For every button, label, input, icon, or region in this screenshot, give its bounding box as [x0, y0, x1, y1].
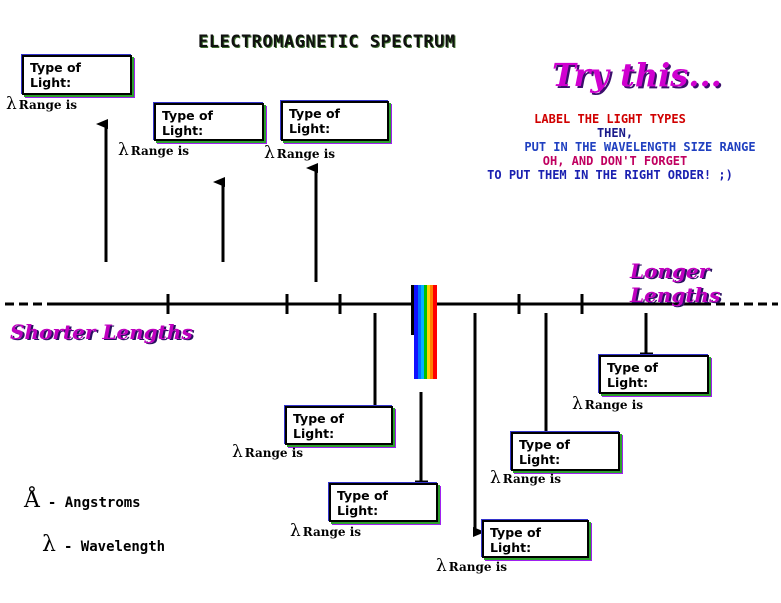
lambda-symbol: λ [6, 94, 17, 114]
box-label: Type of Light: [337, 488, 388, 518]
axis-ticks [166, 294, 584, 314]
legend-text: - Wavelength [63, 539, 166, 555]
box-label: Type of Light: [293, 411, 344, 441]
longer-lengths-label: Longer Lengths [630, 259, 721, 307]
lambda-symbol: λ [490, 468, 501, 488]
lambda-symbol: λ [232, 442, 243, 462]
box-label: Type of Light: [30, 60, 81, 90]
box-label: Type of Light: [289, 106, 340, 136]
instruction-line-1: LABEL THE LIGHT TYPES [440, 112, 780, 126]
range-text: Range is [448, 560, 508, 574]
lambda-symbol: λ [42, 532, 56, 557]
range-text: Range is [502, 472, 562, 486]
range-text: Range is [302, 525, 362, 539]
instruction-line-5: TO PUT THEM IN THE RIGHT ORDER! ;) [440, 168, 780, 182]
instruction-text: THEN, [596, 126, 634, 140]
instruction-text: PUT IN THE WAVELENGTH SIZE RANGE [524, 140, 756, 154]
legend-wavelength: λ - Wavelength [42, 532, 165, 557]
range-text: Range is [276, 147, 336, 161]
light-type-box-5[interactable]: Type of Light: [329, 483, 438, 522]
light-type-box-8[interactable]: Type of Light: [482, 520, 589, 558]
instruction-line-4: OH, AND DON'T FORGET [440, 154, 780, 168]
lambda-symbol: λ [572, 394, 583, 414]
range-text: Range is [584, 398, 644, 412]
light-type-box-4[interactable]: Type of Light: [285, 406, 393, 445]
instruction-text: OH, AND DON'T FORGET [542, 154, 688, 168]
instruction-text: LABEL THE LIGHT TYPES [534, 112, 686, 126]
instruction-line-3: PUT IN THE WAVELENGTH SIZE RANGE [440, 140, 780, 154]
angstrom-symbol: Å [24, 488, 40, 513]
range-text: Range is [244, 446, 304, 460]
box-label: Type of Light: [607, 360, 658, 390]
light-type-box-6[interactable]: Type of Light: [511, 432, 620, 471]
range-text: Range is [130, 144, 190, 158]
legend-angstroms: Å - Angstroms [24, 488, 141, 513]
light-type-box-3[interactable]: Type of Light: [281, 101, 389, 141]
visible-spectrum-band [411, 285, 437, 379]
box-label: Type of Light: [162, 108, 213, 138]
light-type-box-2[interactable]: Type of Light: [154, 103, 264, 141]
range-text: Range is [18, 98, 78, 112]
box-label: Type of Light: [490, 525, 541, 555]
lambda-symbol: λ [118, 140, 129, 160]
instruction-line-2: THEN, [440, 126, 780, 140]
lambda-symbol: λ [436, 556, 447, 576]
instruction-text: TO PUT THEM IN THE RIGHT ORDER! ;) [487, 168, 733, 182]
instructions: LABEL THE LIGHT TYPES THEN, PUT IN THE W… [440, 112, 780, 182]
light-type-box-7[interactable]: Type of Light: [599, 355, 709, 394]
lambda-symbol: λ [290, 521, 301, 541]
box-label: Type of Light: [519, 437, 570, 467]
light-type-box-1[interactable]: Type of Light: [22, 55, 132, 95]
lambda-symbol: λ [264, 143, 275, 163]
page-title: ELECTROMAGNETIC SPECTRUM [198, 32, 456, 52]
legend-text: - Angstroms [47, 495, 141, 511]
try-this-heading: Try this... [552, 56, 722, 94]
shorter-lengths-label: Shorter Lengths [10, 320, 193, 344]
